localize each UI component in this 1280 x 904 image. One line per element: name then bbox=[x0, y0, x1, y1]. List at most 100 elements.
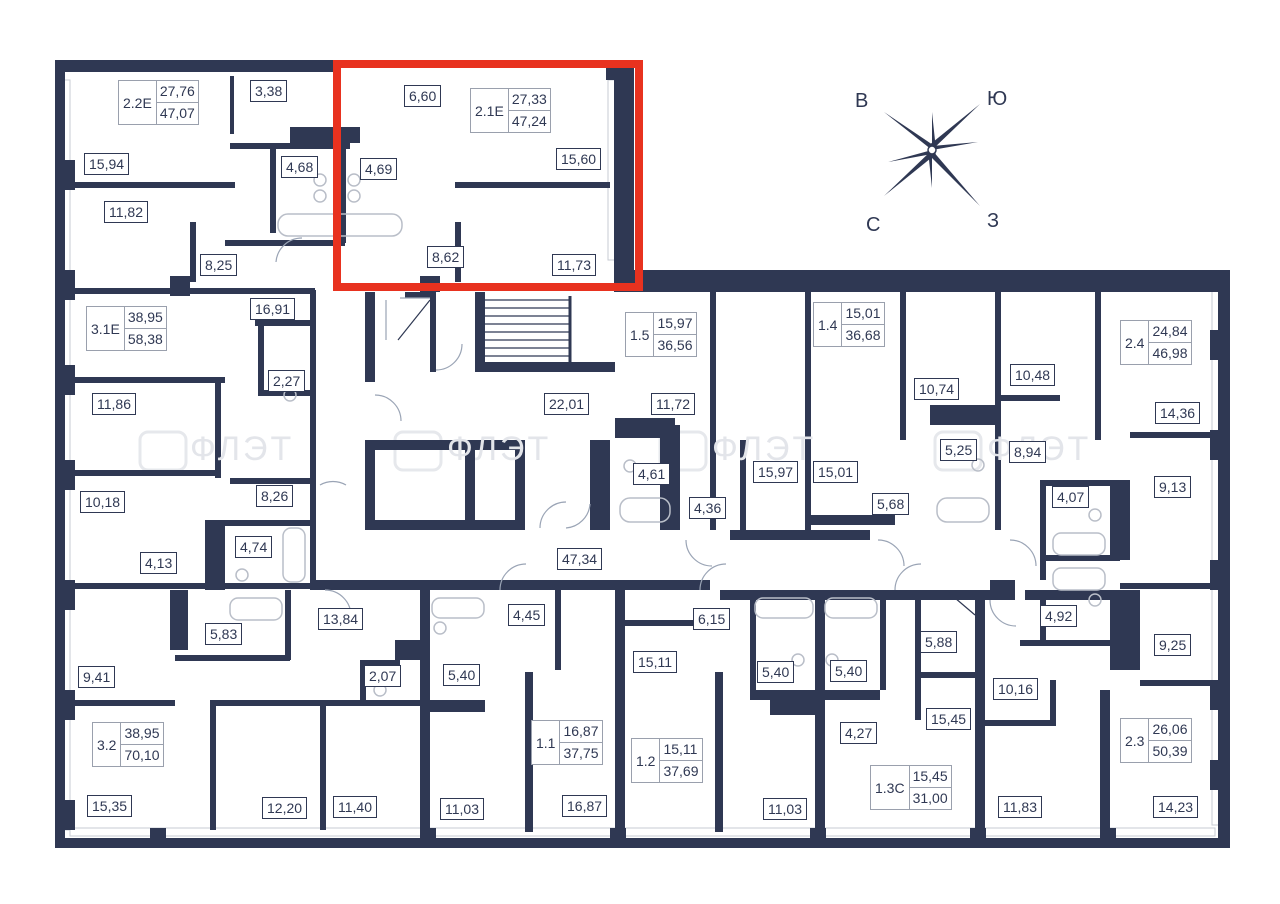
room-area-label: 15,97 bbox=[753, 461, 799, 483]
room-area-label: 14,36 bbox=[1155, 402, 1201, 424]
apartment-total-area: 58,38 bbox=[127, 331, 163, 347]
apartment-total-area: 36,56 bbox=[657, 337, 693, 353]
room-area-label: 15,35 bbox=[87, 795, 133, 817]
apartment-tag-3-2[interactable]: 3.2 38,95 70,10 bbox=[92, 722, 164, 767]
room-area-label: 47,34 bbox=[557, 548, 603, 570]
room-area-label: 11,72 bbox=[651, 393, 695, 415]
room-area-label: 9,41 bbox=[78, 666, 116, 688]
apartment-living-area: 27,33 bbox=[508, 89, 550, 111]
apartment-living-area: 15,97 bbox=[654, 313, 696, 335]
room-area-label: 5,68 bbox=[872, 493, 910, 515]
selected-apartment-highlight bbox=[333, 60, 643, 291]
apartment-total-area: 46,98 bbox=[1152, 345, 1188, 361]
apartment-total-area: 37,75 bbox=[563, 745, 599, 761]
apartment-total-area: 50,39 bbox=[1152, 743, 1188, 759]
apartment-living-area: 24,84 bbox=[1149, 321, 1191, 343]
room-area-label: 4,69 bbox=[360, 158, 398, 180]
room-area-label: 4,74 bbox=[235, 536, 273, 558]
room-area-label: 5,40 bbox=[757, 661, 795, 683]
room-area-label: 11,86 bbox=[92, 393, 136, 415]
apartment-total-area: 47,07 bbox=[159, 105, 195, 121]
apartment-code: 2.4 bbox=[1125, 334, 1145, 351]
watermark-text: ФЛЭТ bbox=[190, 430, 295, 468]
room-area-label: 4,27 bbox=[840, 722, 878, 744]
apartment-code: 2.3 bbox=[1125, 732, 1145, 749]
room-area-label: 16,87 bbox=[562, 795, 608, 817]
apartment-total-area: 47,24 bbox=[511, 113, 547, 129]
room-area-label: 10,48 bbox=[1010, 364, 1056, 386]
compass-south-label: Ю bbox=[987, 88, 1008, 110]
apartment-code: 1.3С bbox=[875, 779, 905, 796]
apartment-living-area: 26,06 bbox=[1149, 719, 1191, 741]
apartment-living-area: 27,76 bbox=[156, 81, 198, 103]
watermark-text: ФЛЭТ bbox=[447, 430, 552, 468]
compass-north-label: С bbox=[866, 214, 881, 236]
room-area-label: 10,16 bbox=[993, 678, 1039, 700]
compass-east-label: В bbox=[855, 90, 869, 112]
walls bbox=[55, 60, 1230, 848]
room-area-label: 16,91 bbox=[250, 298, 296, 320]
room-area-label: 9,25 bbox=[1154, 634, 1192, 656]
room-area-label: 14,23 bbox=[1153, 796, 1199, 818]
room-area-label: 15,94 bbox=[84, 153, 130, 175]
room-area-label: 3,38 bbox=[250, 80, 288, 102]
apartment-tag-2-3[interactable]: 2.3 26,06 50,39 bbox=[1120, 718, 1192, 763]
apartment-tag-1-1[interactable]: 1.1 16,87 37,75 bbox=[531, 720, 603, 765]
room-area-label: 15,45 bbox=[926, 708, 972, 730]
apartment-tag-2-1e[interactable]: 2.1Е 27,33 47,24 bbox=[470, 88, 551, 133]
apartment-tag-1-4[interactable]: 1.4 15,01 36,68 bbox=[813, 302, 885, 347]
apartment-living-area: 38,95 bbox=[121, 723, 163, 745]
staircase bbox=[397, 296, 976, 616]
apartment-total-area: 37,69 bbox=[663, 763, 699, 779]
apartment-living-area: 15,45 bbox=[909, 766, 951, 788]
room-area-label: 15,11 bbox=[633, 651, 677, 673]
room-area-label: 6,15 bbox=[693, 608, 731, 630]
room-area-label: 8,26 bbox=[256, 485, 294, 507]
room-area-label: 4,61 bbox=[633, 463, 671, 485]
apartment-living-area: 38,95 bbox=[124, 307, 166, 329]
apartment-code: 1.2 bbox=[636, 752, 656, 769]
room-area-label: 5,25 bbox=[940, 439, 978, 461]
apartment-code: 1.5 bbox=[630, 326, 650, 343]
room-area-label: 5,88 bbox=[920, 631, 958, 653]
room-area-label: 8,25 bbox=[200, 254, 238, 276]
apartment-tag-1-2[interactable]: 1.2 15,11 37,69 bbox=[631, 738, 703, 783]
apartment-code: 3.2 bbox=[97, 736, 117, 753]
room-area-label: 5,40 bbox=[830, 660, 868, 682]
apartment-total-area: 70,10 bbox=[124, 747, 160, 763]
room-area-label: 10,74 bbox=[914, 378, 960, 400]
compass-rose bbox=[884, 104, 980, 206]
room-area-label: 4,36 bbox=[689, 497, 727, 519]
room-area-label: 11,03 bbox=[440, 798, 484, 820]
apartment-living-area: 15,11 bbox=[660, 739, 702, 761]
room-area-label: 8,94 bbox=[1009, 441, 1047, 463]
apartment-living-area: 16,87 bbox=[560, 721, 602, 743]
apartment-living-area: 15,01 bbox=[842, 303, 884, 325]
apartment-tag-1-5[interactable]: 1.5 15,97 36,56 bbox=[625, 312, 697, 357]
room-area-label: 22,01 bbox=[544, 393, 590, 415]
room-area-label: 2,27 bbox=[268, 370, 306, 392]
apartment-code: 1.1 bbox=[536, 734, 556, 751]
apartment-tag-2-4[interactable]: 2.4 24,84 46,98 bbox=[1120, 320, 1192, 365]
room-area-label: 6,60 bbox=[404, 85, 442, 107]
apartment-tag-1-3c[interactable]: 1.3С 15,45 31,00 bbox=[870, 765, 952, 810]
room-area-label: 2,07 bbox=[364, 665, 402, 687]
room-area-label: 11,40 bbox=[333, 796, 377, 818]
room-area-label: 13,84 bbox=[318, 608, 364, 630]
room-area-label: 5,83 bbox=[205, 623, 243, 645]
room-area-label: 12,20 bbox=[262, 797, 308, 819]
apartment-code: 2.1Е bbox=[475, 102, 504, 119]
compass-west-label: З bbox=[987, 210, 1000, 232]
room-area-label: 15,01 bbox=[813, 461, 859, 483]
apartment-total-area: 36,68 bbox=[845, 327, 881, 343]
room-area-label: 4,92 bbox=[1040, 605, 1078, 627]
room-area-label: 5,40 bbox=[443, 664, 481, 686]
apartment-code: 1.4 bbox=[818, 316, 838, 333]
room-area-label: 4,45 bbox=[508, 604, 546, 626]
apartment-total-area: 31,00 bbox=[912, 790, 948, 806]
room-area-label: 11,03 bbox=[763, 798, 807, 820]
room-area-label: 11,73 bbox=[552, 254, 596, 276]
